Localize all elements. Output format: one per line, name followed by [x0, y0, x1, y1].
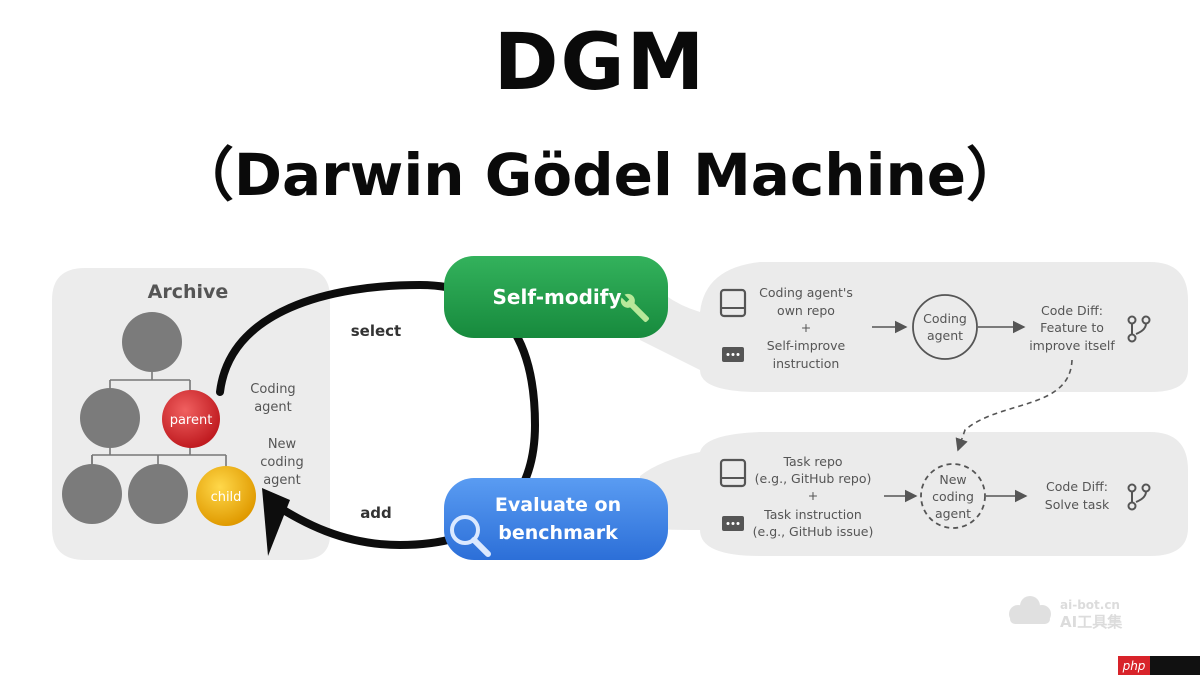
- svg-text:Feature to: Feature to: [1040, 320, 1104, 335]
- svg-text:Task instruction: Task instruction: [763, 507, 862, 522]
- dashed-connector: [955, 359, 1073, 452]
- svg-text:(e.g., GitHub issue): (e.g., GitHub issue): [753, 524, 874, 539]
- tree-node: [80, 388, 140, 448]
- magnifier-icon: [450, 515, 491, 557]
- svg-text:own repo: own repo: [777, 303, 835, 318]
- svg-text:Code Diff:: Code Diff:: [1046, 479, 1108, 494]
- evaluate-inputs: Task repo (e.g., GitHub repo) + Task ins…: [753, 454, 874, 539]
- self-modify-output: Code Diff: Feature to improve itself: [1029, 303, 1115, 353]
- php-badge: php: [1118, 656, 1200, 675]
- select-label: select: [351, 322, 401, 340]
- branch-icon: [1127, 315, 1151, 343]
- tree-node-root: [122, 312, 182, 372]
- self-modify-inputs: Coding agent's own repo + Self-improve i…: [759, 285, 853, 371]
- parent-label: parent: [170, 413, 213, 428]
- evaluate-panel: [640, 432, 1188, 556]
- svg-text:Coding: Coding: [923, 311, 967, 326]
- watermark: ai-bot.cn AI工具集: [1009, 596, 1123, 631]
- svg-text:instruction: instruction: [773, 356, 840, 371]
- evaluate-benchmark-button[interactable]: Evaluate on benchmark: [444, 478, 668, 560]
- svg-text:(e.g., GitHub repo): (e.g., GitHub repo): [755, 471, 872, 486]
- svg-text:+: +: [801, 320, 811, 335]
- svg-text:coding: coding: [932, 489, 974, 504]
- page-subtitle: （Darwin Gödel Machine）: [175, 141, 1025, 209]
- svg-text:Solve task: Solve task: [1045, 497, 1110, 512]
- evaluate-label-line1: Evaluate on: [495, 494, 621, 516]
- svg-text:+: +: [808, 488, 818, 503]
- tree-node: [128, 464, 188, 524]
- new-coding-agent-node: New coding agent: [920, 463, 986, 529]
- svg-text:Code Diff:: Code Diff:: [1041, 303, 1103, 318]
- svg-text:Task repo: Task repo: [782, 454, 842, 469]
- new-coding-agent-annotation: New coding agent: [260, 437, 303, 488]
- svg-text:agent: agent: [927, 328, 963, 343]
- loop-arrows: [216, 280, 540, 550]
- tree-node: [62, 464, 122, 524]
- cloud-logo-icon: [1009, 596, 1051, 624]
- svg-text:AI工具集: AI工具集: [1060, 613, 1123, 631]
- svg-text:agent: agent: [263, 473, 301, 488]
- evaluate-label-line2: benchmark: [498, 522, 618, 544]
- coding-agent-annotation: Coding agent: [250, 382, 295, 415]
- svg-text:agent: agent: [935, 506, 971, 521]
- add-label: add: [360, 504, 392, 522]
- svg-text:Self-improve: Self-improve: [767, 338, 846, 353]
- evaluate-output: Code Diff: Solve task: [1045, 479, 1110, 512]
- chat-icon: [722, 516, 744, 531]
- svg-text:New: New: [268, 437, 297, 452]
- wrench-icon: [620, 293, 649, 322]
- branch-icon: [1127, 483, 1151, 511]
- page-title: DGM: [493, 18, 707, 108]
- child-label: child: [211, 490, 242, 505]
- svg-text:coding: coding: [260, 455, 303, 470]
- child-node: [196, 466, 256, 526]
- archive-label: Archive: [148, 281, 229, 303]
- parent-node: [162, 390, 220, 448]
- archive-tree: parent child: [62, 312, 256, 526]
- repo-icon: [719, 458, 747, 488]
- svg-text:Coding agent's: Coding agent's: [759, 285, 853, 300]
- svg-text:ai-bot.cn: ai-bot.cn: [1060, 598, 1120, 612]
- self-modify-panel: [640, 262, 1188, 392]
- add-arrowhead: [262, 488, 290, 556]
- repo-icon: [719, 288, 747, 318]
- self-modify-label: Self-modify: [493, 285, 622, 309]
- svg-text:php: php: [1122, 659, 1146, 673]
- coding-agent-node: Coding agent: [912, 294, 978, 360]
- self-modify-button[interactable]: Self-modify: [444, 256, 668, 338]
- svg-text:Coding: Coding: [250, 382, 295, 397]
- svg-text:agent: agent: [254, 400, 292, 415]
- svg-text:improve itself: improve itself: [1029, 338, 1115, 353]
- svg-text:New: New: [939, 472, 966, 487]
- chat-icon: [722, 347, 744, 362]
